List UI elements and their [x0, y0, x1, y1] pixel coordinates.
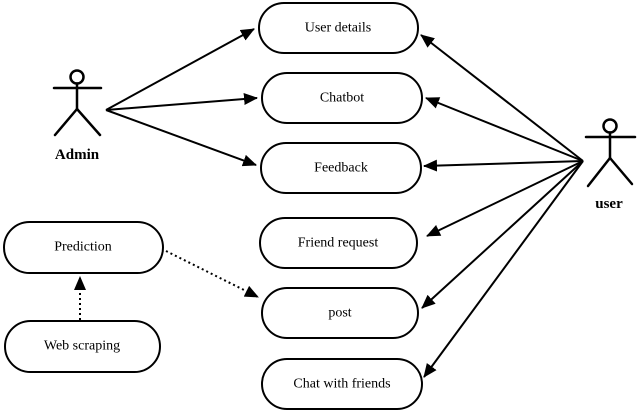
use-case-prediction: Prediction [3, 221, 164, 274]
actor-right-leg [608, 156, 634, 186]
user-associations [420, 34, 584, 378]
actor-left-leg [53, 107, 79, 137]
use-case-label: Feedback [314, 161, 368, 176]
association-user-friend-request [426, 160, 584, 237]
association-admin-feedback [105, 109, 257, 167]
use-case-user-details: User details [258, 2, 419, 54]
use-case-label: Chatbot [320, 91, 364, 106]
association-user-chat-with-friends [423, 160, 584, 378]
use-case-shape [261, 72, 423, 124]
use-case-shape [261, 358, 423, 410]
actor-user-label: user [595, 196, 623, 212]
use-case-chat-with-friends: Chat with friends [261, 358, 423, 410]
actor-left-leg [586, 156, 612, 188]
use-case-label: Prediction [54, 240, 112, 255]
use-case-shape [261, 287, 419, 339]
use-case-friend-request: Friend request [259, 217, 418, 269]
use-case-shape [4, 320, 161, 373]
dotted-dependencies [74, 250, 259, 320]
use-case-shape [259, 217, 418, 269]
association-user-feedback [423, 159, 584, 172]
use-case-label: Friend request [298, 236, 379, 251]
association-user-user-details [420, 34, 584, 162]
association-user-chatbot [425, 97, 584, 162]
association-user-post [421, 160, 584, 309]
actor-admin: Admin [52, 69, 103, 163]
use-case-shape [260, 142, 422, 194]
actor-user: user [584, 118, 637, 212]
use-case-label: Chat with friends [293, 377, 390, 392]
association-admin-user-details [105, 28, 255, 111]
actor-head [69, 69, 85, 85]
use-case-chatbot: Chatbot [261, 72, 423, 124]
use-case-post: post [261, 287, 419, 339]
use-case-label: User details [305, 21, 371, 36]
actor-right-leg [75, 107, 102, 137]
actor-admin-label: Admin [55, 147, 100, 163]
dependency-prediction-post [165, 250, 259, 298]
use-case-web-scraping: Web scraping [4, 320, 161, 373]
use-case-shape [3, 221, 164, 274]
admin-associations [105, 28, 258, 167]
use-case-shape [258, 2, 419, 54]
use-case-label: Web scraping [44, 339, 120, 354]
association-admin-chatbot [105, 93, 258, 111]
actor-head [602, 118, 618, 134]
use-case-label: post [328, 306, 351, 321]
use-case-feedback: Feedback [260, 142, 422, 194]
